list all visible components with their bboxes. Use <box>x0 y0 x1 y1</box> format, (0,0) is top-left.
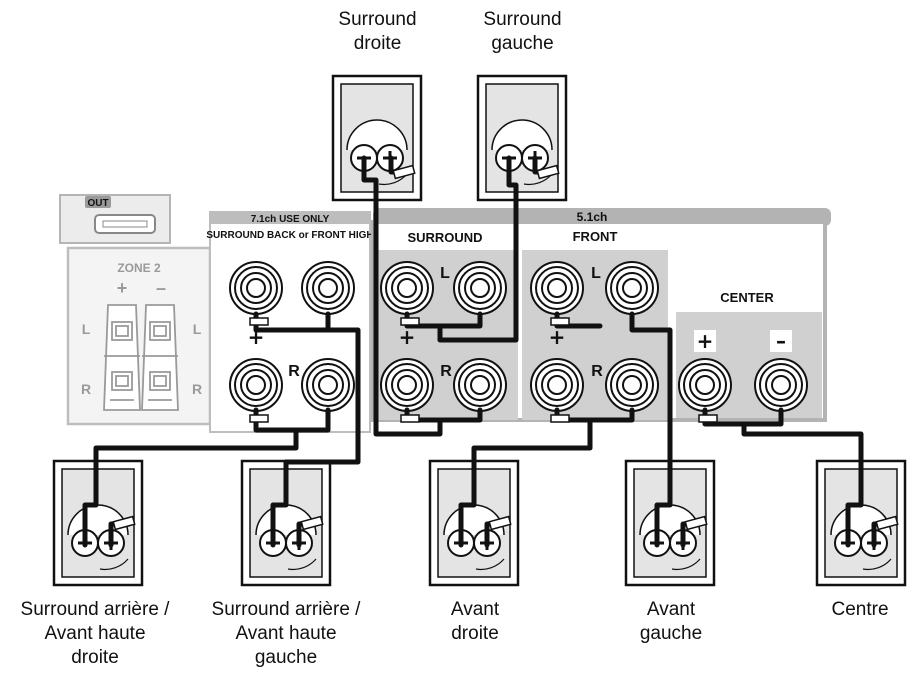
sb-r-minus-terminal <box>301 358 355 412</box>
zone2-terminals <box>103 304 179 411</box>
hdmi-port <box>94 214 156 234</box>
ch51-label: 5.1ch <box>577 210 608 224</box>
label-line: Avant <box>450 599 500 620</box>
front-plus-label: + <box>549 325 566 349</box>
use-only-label: 7.1ch USE ONLY <box>251 214 330 225</box>
label-surround-back-left: Surround arrière / Avant haute gauche <box>196 598 376 670</box>
label-line: gauche <box>639 623 703 644</box>
label-line: Avant haute <box>235 623 337 644</box>
center-plus-terminal <box>678 358 732 412</box>
zone2-l-left: L <box>82 321 91 337</box>
label-line: Surround arrière / <box>211 599 361 620</box>
label-line: Centre <box>831 599 889 620</box>
front-l-minus-terminal <box>605 261 659 315</box>
zone2-r-left: R <box>81 381 91 397</box>
label-line: Avant haute <box>44 623 146 644</box>
label-line: droite <box>451 623 499 644</box>
use-only-bar <box>210 212 370 224</box>
label-line: gauche <box>491 33 554 54</box>
label-surround-back-right: Surround arrière / Avant haute droite <box>0 598 190 670</box>
center-minus-badge <box>770 330 792 352</box>
center-plus-badge <box>694 330 716 352</box>
center-minus-label: – <box>776 329 786 353</box>
label-line: droite <box>353 33 402 54</box>
hdmi-port-pins <box>102 220 148 228</box>
label-surround-right: Surround droite <box>320 8 435 56</box>
front-r-plus-terminal <box>530 358 584 412</box>
label-surround-left: Surround gauche <box>465 8 580 56</box>
receiver-panel: OUT ZONE 2 + – L L R R <box>59 194 831 433</box>
label-line: Avant <box>646 599 696 620</box>
sb-r-plus-terminal <box>229 358 283 412</box>
front-r-label: R <box>591 363 603 380</box>
hdmi-out-label: OUT <box>87 198 108 209</box>
surround-l-label: L <box>440 265 450 282</box>
hdmi-out-badge <box>85 196 111 208</box>
label-front-right: Avant droite <box>420 598 530 646</box>
front-r-minus-terminal <box>605 358 659 412</box>
surround-label: SURROUND <box>407 230 482 245</box>
label-line: Surround <box>483 9 562 30</box>
surround-l-minus-terminal <box>453 261 507 315</box>
zone2-minus-label: – <box>156 278 166 298</box>
label-line: Surround <box>338 9 417 30</box>
label-line: droite <box>71 647 119 668</box>
speaker-surround-left <box>476 74 568 202</box>
zone2-l-right: L <box>193 321 202 337</box>
center-minus-terminal <box>754 358 808 412</box>
cable-tabs <box>112 164 899 531</box>
center-label: CENTER <box>720 290 774 305</box>
sb-l-minus-terminal <box>301 261 355 315</box>
zone2-label: ZONE 2 <box>117 261 161 275</box>
surround-l-plus-terminal <box>380 261 434 315</box>
front-label: FRONT <box>573 229 618 244</box>
label-front-left: Avant gauche <box>616 598 726 646</box>
center-plus-label: + <box>697 329 714 353</box>
label-line: Surround arrière / <box>20 599 170 620</box>
surround-r-minus-terminal <box>453 358 507 412</box>
zone2-plus-label: + <box>117 278 128 298</box>
label-center: Centre <box>810 598 910 622</box>
front-l-plus-terminal <box>530 261 584 315</box>
label-line: gauche <box>254 647 318 668</box>
surround-back-label: SURROUND BACK or FRONT HIGH <box>206 230 373 241</box>
surround-plus-label: + <box>399 325 416 349</box>
front-l-label: L <box>591 265 601 282</box>
zone2-r-right: R <box>192 381 202 397</box>
sb-r-label: R <box>288 363 300 380</box>
sb-l-plus-terminal <box>229 261 283 315</box>
surround-r-plus-terminal <box>380 358 434 412</box>
surround-r-label: R <box>440 363 452 380</box>
